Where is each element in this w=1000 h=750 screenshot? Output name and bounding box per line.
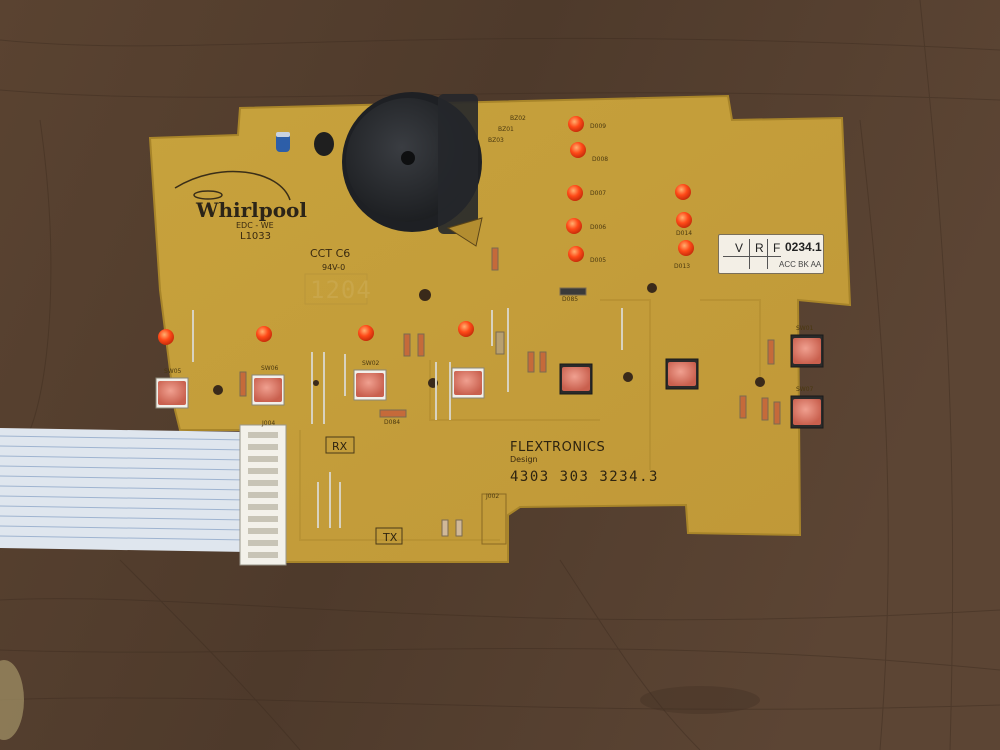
jumper-wires <box>192 308 623 528</box>
sticker-code: 0234.1 <box>785 240 822 254</box>
switch-label: SW07 <box>796 386 814 393</box>
led-d008 <box>570 142 586 158</box>
tactile-switches <box>155 334 824 429</box>
sticker-r: R <box>755 241 764 255</box>
switch-label: SW02 <box>362 360 380 367</box>
led-label: D008 <box>592 156 609 163</box>
brand-model: L1033 <box>240 231 272 242</box>
sticker-subcode: ACC BK AA <box>779 260 822 269</box>
switch-label: SW01 <box>796 325 814 332</box>
switch-sw01 <box>790 334 824 368</box>
capacitor <box>276 132 290 152</box>
pcb-board <box>148 94 852 563</box>
connector-j004 <box>239 424 287 566</box>
transistor <box>314 132 334 156</box>
led-d007 <box>567 185 583 201</box>
led-label: D005 <box>590 257 607 264</box>
diodes <box>239 247 781 537</box>
design-label: Design <box>510 455 538 464</box>
buzzer-label: BZ03 <box>488 137 504 144</box>
sticker-v: V <box>735 241 744 255</box>
cct-label: CCT C6 <box>310 247 351 260</box>
switch-sw13 <box>665 358 699 390</box>
switch-sw07 <box>790 395 824 429</box>
rx-label: RX <box>332 440 348 453</box>
diode-label: D085 <box>562 296 579 303</box>
buzzer-label: BZ02 <box>510 115 526 122</box>
switch-sw05 <box>155 377 189 409</box>
rx-box <box>325 436 355 454</box>
led-label: D007 <box>590 190 607 197</box>
switch-sw04 <box>559 363 593 395</box>
brand-subtitle: EDC - WE <box>236 221 274 230</box>
led-label: D013 <box>674 263 691 270</box>
led-column <box>158 116 694 345</box>
brand-logo-text: Whirlpool <box>196 198 307 222</box>
connector-label: J002 <box>486 493 500 500</box>
date-box <box>304 273 368 305</box>
led-d013 <box>678 240 694 256</box>
switch-label: SW06 <box>261 365 279 372</box>
led-d014b <box>676 212 692 228</box>
serial-sticker: V R F 0234.1 ACC BK AA <box>718 234 824 274</box>
led-d014 <box>675 184 691 200</box>
sticker-f: F <box>773 241 781 255</box>
switch-sw03 <box>451 367 485 399</box>
led-left2 <box>256 326 272 342</box>
diode-label: D084 <box>384 419 401 426</box>
tx-label: TX <box>383 531 398 544</box>
date-code: 1204 <box>310 276 372 304</box>
switch-label: SW05 <box>164 368 182 375</box>
manufacturer-name: FLEXTRONICS <box>510 440 606 455</box>
corner-object <box>0 660 24 740</box>
led-label: D006 <box>590 224 607 231</box>
led-mid1 <box>358 325 374 341</box>
led-label: D014 <box>676 230 693 237</box>
led-d006 <box>566 218 582 234</box>
led-d005 <box>568 246 584 262</box>
led-mid2 <box>458 321 474 337</box>
led-left1 <box>158 329 174 345</box>
switch-sw02 <box>353 369 387 401</box>
connector-label: J004 <box>262 420 276 427</box>
ribbon-cable <box>0 428 249 552</box>
buzzer <box>342 92 483 247</box>
connector-j002 <box>481 493 507 545</box>
buzzer-label: BZ01 <box>498 126 514 133</box>
switch-sw06 <box>251 374 285 406</box>
led-d009 <box>568 116 584 132</box>
tx-box <box>375 527 403 545</box>
wood-knot <box>640 686 760 714</box>
whirlpool-logo-icon <box>174 170 291 201</box>
part-number: 4303 303 3234.3 <box>510 469 659 485</box>
ul-mark: 94V-0 <box>322 263 346 272</box>
led-label: D009 <box>590 123 607 130</box>
